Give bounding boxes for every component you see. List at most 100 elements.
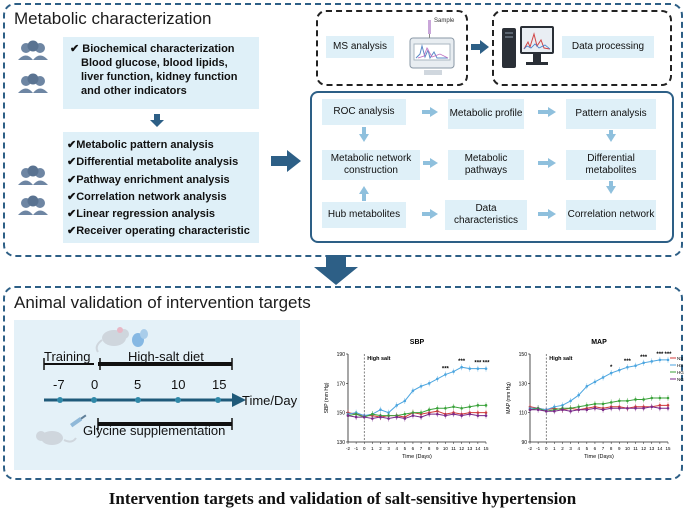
- data-point: [427, 382, 431, 385]
- data-point: [658, 396, 662, 400]
- check-icon: ✔: [67, 156, 77, 169]
- data-processing-box: [492, 10, 672, 86]
- data-point: [362, 415, 366, 419]
- right-arrow-icon: [471, 40, 489, 54]
- data-point: [658, 406, 662, 410]
- check-icon: ✔: [67, 173, 77, 186]
- x-tick-label: 9: [618, 446, 621, 451]
- x-tick-label: 0: [363, 446, 366, 451]
- tick-label: 15: [212, 377, 227, 392]
- list-item: ✔Metabolic pattern analysis: [67, 139, 214, 151]
- data-point: [561, 408, 564, 412]
- figure-caption: Intervention targets and validation of s…: [108, 489, 577, 508]
- data-point: [484, 414, 488, 417]
- analysis-flow-panel: [310, 91, 674, 243]
- data-point: [577, 408, 581, 412]
- data-processing-label: Data processing: [562, 36, 654, 58]
- x-tick-label: 3: [569, 446, 572, 451]
- x-tick-label: 12: [641, 446, 647, 451]
- significance-mark: ***: [664, 352, 672, 358]
- people-icon: [18, 40, 48, 60]
- y-tick-label: 130: [337, 440, 346, 446]
- data-point: [609, 371, 613, 375]
- annotation: High salt: [367, 356, 390, 362]
- syringe-icon: [70, 414, 87, 428]
- annotation: High salt: [549, 356, 572, 362]
- data-point: [476, 404, 480, 407]
- data-point: [371, 417, 374, 420]
- data-point: [553, 409, 556, 413]
- data-point: [476, 367, 480, 370]
- data-point: [658, 358, 662, 362]
- data-point: [468, 412, 472, 416]
- x-tick-label: 4: [395, 446, 398, 451]
- x-tick-label: 10: [625, 446, 631, 451]
- data-point: [371, 412, 374, 416]
- mass-spectrometer-icon: Sample: [409, 18, 455, 75]
- x-tick-label: 14: [657, 446, 663, 451]
- data-point: [435, 377, 439, 381]
- y-tick-label: 110: [519, 411, 527, 417]
- y-tick-label: 170: [337, 381, 346, 387]
- list-item: ✔Receiver operating characteristic: [67, 225, 250, 238]
- significance-mark: ***: [458, 359, 466, 365]
- x-tick-label: -2: [528, 446, 532, 451]
- significance-mark: ***: [640, 355, 648, 361]
- x-tick-label: 15: [665, 446, 671, 451]
- x-tick-label: 1: [371, 446, 374, 451]
- data-point: [452, 405, 455, 409]
- check-icon: ✔: [67, 190, 77, 203]
- data-point: [617, 368, 621, 372]
- y-tick-label: 150: [337, 411, 346, 417]
- people-icon: [18, 165, 48, 185]
- timeline-diagram: [36, 327, 246, 445]
- x-tick-label: 6: [594, 446, 597, 451]
- x-axis-label: Time (Days): [402, 454, 432, 460]
- check-icon: ✔: [67, 208, 77, 221]
- down-arrow-icon: [150, 114, 164, 127]
- data-point: [626, 365, 629, 369]
- people-icon-group: [18, 40, 48, 215]
- biochemical-box: [63, 37, 259, 109]
- data-point: [617, 406, 621, 410]
- pattern-analysis-box: Pattern analysis: [566, 99, 656, 129]
- data-point: [650, 360, 654, 363]
- check-icon: ✔: [67, 225, 77, 238]
- data-point: [460, 414, 463, 417]
- time-axis-label: Time/Day: [242, 393, 298, 408]
- x-tick-label: 9: [436, 446, 439, 451]
- data-point: [650, 396, 654, 400]
- network-construction-box: Metabolic network construction: [322, 150, 420, 180]
- data-point: [650, 405, 654, 409]
- tick-label: 10: [171, 377, 186, 392]
- hub-metabolites-box: Hub metabolites: [322, 202, 406, 228]
- data-point: [444, 406, 447, 410]
- check-icon: ✔: [67, 139, 77, 151]
- data-point: [601, 376, 605, 379]
- significance-mark: *: [610, 365, 613, 371]
- x-tick-label: 4: [577, 446, 580, 451]
- data-point: [626, 406, 629, 410]
- data-point: [634, 398, 637, 401]
- data-point: [634, 406, 637, 410]
- data-point: [411, 389, 415, 392]
- data-point: [427, 412, 431, 416]
- analyses-box: [63, 132, 259, 243]
- salt-icon: [132, 329, 148, 347]
- data-point: [476, 414, 480, 417]
- data-point: [419, 415, 423, 419]
- x-tick-label: 2: [561, 446, 564, 451]
- significance-mark: ***: [442, 367, 450, 373]
- significance-mark: ***: [474, 361, 482, 367]
- data-characteristics-box: Data characteristics: [445, 200, 527, 230]
- chart-title: MAP: [591, 339, 607, 346]
- computer-icon: [502, 26, 554, 68]
- data-point: [395, 404, 399, 407]
- x-tick-label: 8: [610, 446, 613, 451]
- data-point: [419, 411, 423, 414]
- data-point: [626, 399, 629, 403]
- data-point: [354, 415, 358, 419]
- series-line-hg: [529, 397, 668, 412]
- biochem-line: and other indicators: [81, 85, 187, 97]
- x-tick-label: 11: [633, 446, 638, 451]
